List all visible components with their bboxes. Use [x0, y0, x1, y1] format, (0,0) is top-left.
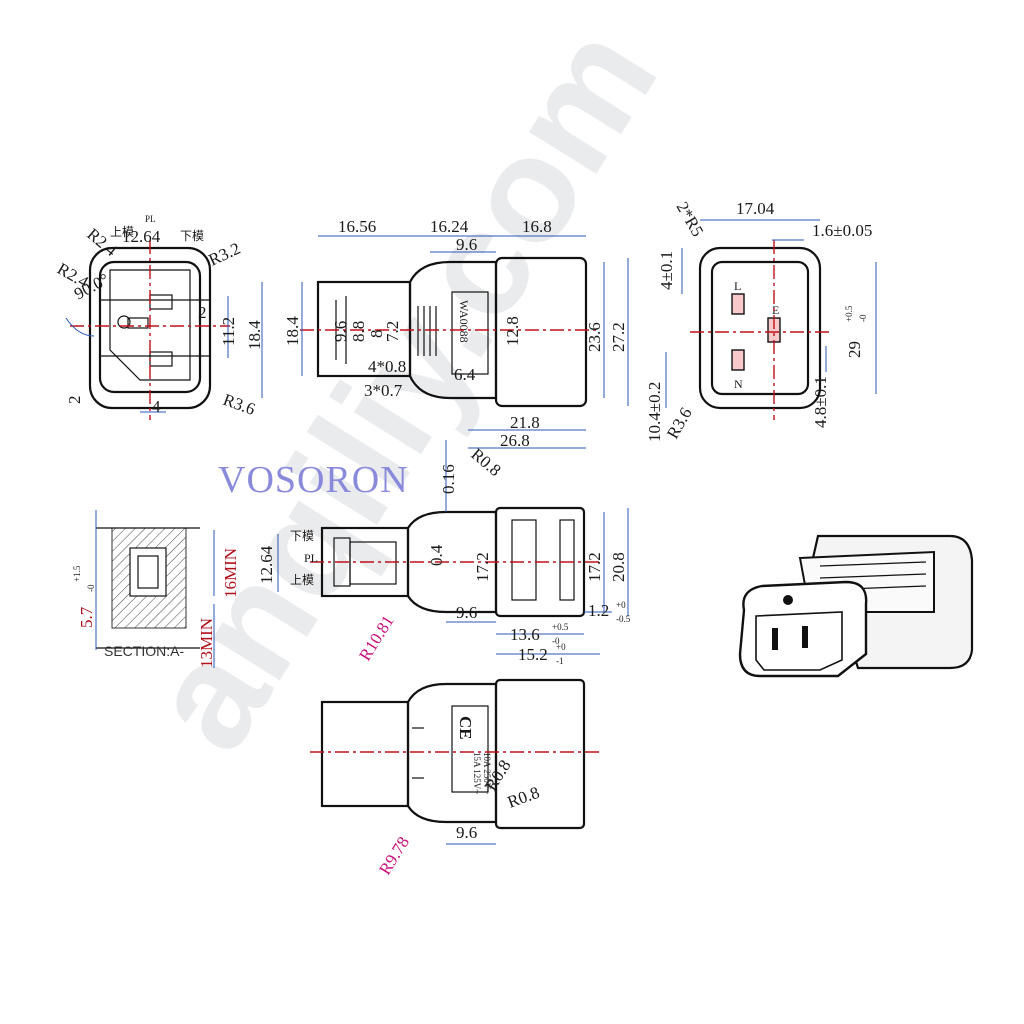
bottom-view: CE 15A 125V~ 10A 250V~ R0.8 R0.8 9.6 R9.…: [310, 678, 600, 878]
face-h-29-tol-bot: -0: [858, 314, 868, 322]
face-h-4: 4±0.1: [657, 251, 676, 290]
rating-line-1: 15A 125V~: [472, 752, 482, 794]
top-upper-mold-label: 上模: [290, 573, 314, 587]
pin-letter-l: L: [734, 279, 741, 293]
section-h-5-7-tol-bot: -0: [86, 584, 96, 592]
section-label: SECTION:A-: [104, 643, 184, 659]
top-w-9-6: 9.6: [456, 603, 477, 622]
brand-text: VOSORON: [218, 459, 409, 501]
front-h-inner: 11.2: [219, 317, 238, 346]
front-left-small: 2: [65, 396, 84, 405]
side-w3: 16.8: [522, 217, 552, 236]
section-view: 5.7 +1.5 -0 16MIN 13MIN SECTION:A-: [72, 510, 240, 668]
section-h-16min: 16MIN: [221, 548, 240, 598]
front-r-top-right: R3.2: [206, 239, 244, 270]
side-w2: 16.24: [430, 217, 469, 236]
front-view: PL 上模 下模 12.64 R2.4 R2.4 R3.2 90.0° 11.2…: [54, 214, 264, 420]
rating-line-2: 10A 250V~: [482, 752, 492, 794]
pin-n: [731, 349, 745, 371]
side-ribs: 4*0.8: [368, 357, 406, 376]
top-h-20-8: 20.8: [609, 552, 628, 582]
pin-letter-n: N: [734, 377, 743, 391]
top-w-13-6-tol-bot: -0: [552, 636, 560, 646]
front-right-small: 2: [198, 303, 207, 322]
face-width: 17.04: [736, 199, 775, 218]
side-h-8-8: 8.8: [349, 321, 368, 342]
side-h-left: 18.4: [283, 316, 302, 346]
side-h-8: 8: [367, 330, 386, 339]
top-r-10-81: R10.81: [355, 612, 397, 664]
side-w-26-8: 26.8: [500, 431, 530, 450]
face-tol: 1.6±0.05: [812, 221, 872, 240]
pl-label: PL: [145, 214, 156, 224]
upper-mold-label: 上模: [110, 225, 134, 239]
top-h-0-4: 0.4: [427, 544, 446, 566]
lower-mold-label: 下模: [180, 229, 204, 243]
section-h-5-7: 5.7: [77, 606, 96, 628]
top-w-15-2: 15.2: [518, 645, 548, 664]
side-w1: 16.56: [338, 217, 376, 236]
bottom-r-9-78: R9.78: [375, 833, 413, 878]
top-lower-mold-label: 下模: [290, 529, 314, 543]
face-view: L E N 17.04 2*R5 1.6±0.05 4±0.1 29 +0.5 …: [645, 199, 877, 442]
face-h-29: 29: [845, 341, 864, 358]
ce-mark: CE: [456, 716, 475, 740]
top-w-13-6-tol-top: +0.5: [552, 622, 569, 632]
bottom-w-9-6: 9.6: [456, 823, 477, 842]
top-h-12-64: 12.64: [257, 545, 276, 584]
side-w-21-8: 21.8: [510, 413, 540, 432]
front-h-outer: 18.4: [245, 320, 264, 350]
face-h-29-tol-top: +0.5: [844, 305, 854, 322]
section-h-5-7-tol-top: +1.5: [72, 565, 82, 582]
side-w-6-4: 6.4: [454, 365, 476, 384]
face-radius: 2*R5: [673, 199, 708, 240]
top-w-1-2-tol-top: +0: [616, 600, 626, 610]
side-gaps: 3*0.7: [364, 381, 403, 400]
top-h-0-16: 0.16: [439, 464, 458, 494]
top-h-17-2-a: 17.2: [473, 552, 492, 582]
pin-letter-e: E: [772, 303, 779, 317]
top-h-17-2-b: 17.2: [585, 552, 604, 582]
pin-l: [731, 293, 745, 315]
top-w-1-2-tol-bot: -0.5: [616, 614, 631, 624]
face-r-3-6: R3.6: [663, 404, 696, 442]
side-h-9-6: 9.6: [331, 321, 350, 342]
face-h-4-8: 4.8±0.1: [811, 376, 830, 428]
side-h-7-2: 7.2: [383, 321, 402, 342]
top-w-13-6: 13.6: [510, 625, 540, 644]
adapter-3d-render: [738, 534, 974, 678]
top-w-1-2: 1.2: [588, 601, 609, 620]
top-w-15-2-tol-top: +0: [556, 642, 566, 652]
side-view: WA0088 16.56 16.24 16.8 9.6 18.4 9.6 8.8…: [283, 217, 629, 450]
side-h-27-2: 27.2: [609, 322, 628, 352]
side-h-23-6: 23.6: [585, 322, 604, 352]
front-width-top: 12.64: [122, 227, 161, 246]
face-h-10-4: 10.4±0.2: [645, 382, 664, 442]
front-r-bottom: R3.6: [221, 390, 258, 419]
front-bottom-width: 4: [152, 397, 161, 416]
section-h-13min: 13MIN: [197, 618, 216, 668]
side-w-inner: 9.6: [456, 235, 477, 254]
cover-text: WA0088: [457, 300, 471, 343]
bottom-r-0-8-b: R0.8: [505, 783, 542, 812]
top-w-15-2-tol-bot: -1: [556, 656, 564, 666]
side-h-12-8: 12.8: [503, 316, 522, 346]
top-pl-label: PL: [304, 551, 318, 565]
